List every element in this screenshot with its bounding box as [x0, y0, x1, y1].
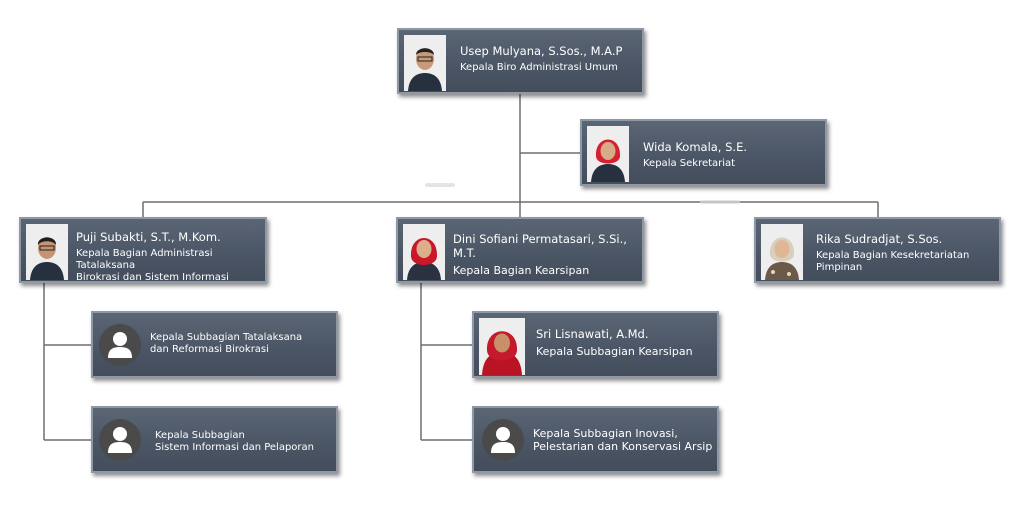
sub-2a-name: Sri Lisnawati, A.Md. [536, 327, 649, 341]
bagian-3-role: Kepala Bagian Kesekretariatan Pimpinan [816, 249, 970, 273]
secretariat-role: Kepala Sekretariat [643, 157, 736, 169]
sub-1a-role: Kepala Subbagian Tatalaksana dan Reforma… [150, 332, 303, 355]
background-smudge [700, 200, 740, 204]
bagian-3-name: Rika Sudradjat, S.Sos. [816, 232, 943, 246]
bagian-1-role: Kepala Bagian Administrasi Tatalaksana B… [76, 247, 229, 283]
bagian-1-name: Puji Subakti, S.T., M.Kom. [76, 230, 221, 244]
background-smudge [425, 183, 455, 187]
node-sub-inovasi[interactable]: Kepala Subbagian Inovasi, Pelestarian da… [472, 406, 719, 473]
sub-2a-role: Kepala Subbagian Kearsipan [536, 344, 693, 358]
portrait-photo [761, 224, 803, 280]
node-bagian-kesekretariatan[interactable]: Rika Sudradjat, S.Sos. Kepala Bagian Kes… [754, 217, 1001, 283]
user-silhouette-icon [482, 419, 524, 461]
node-sub-tatalaksana[interactable]: Kepala Subbagian Tatalaksana dan Reforma… [91, 311, 338, 378]
portrait-photo [479, 318, 525, 375]
user-silhouette-icon [99, 324, 141, 366]
portrait-photo [403, 224, 445, 280]
node-bagian-administrasi[interactable]: Puji Subakti, S.T., M.Kom. Kepala Bagian… [19, 217, 267, 283]
portrait-photo [404, 35, 446, 91]
node-head[interactable]: Usep Mulyana, S.Sos., M.A.P Kepala Biro … [397, 28, 644, 94]
secretariat-name: Wida Komala, S.E. [643, 140, 747, 154]
node-bagian-kearsipan[interactable]: Dini Sofiani Permatasari, S.Si., M.T. Ke… [396, 217, 644, 283]
portrait-photo [587, 126, 629, 182]
user-silhouette-icon [99, 419, 141, 461]
sub-2b-role: Kepala Subbagian Inovasi, Pelestarian da… [533, 427, 713, 454]
bagian-2-role: Kepala Bagian Kearsipan [453, 263, 590, 277]
bagian-2-name: Dini Sofiani Permatasari, S.Si., M.T. [453, 232, 627, 260]
sub-1b-role: Kepala Subbagian Sistem Informasi dan Pe… [155, 430, 314, 453]
portrait-photo [26, 224, 68, 280]
head-role: Kepala Biro Administrasi Umum [460, 61, 618, 73]
node-sub-kearsipan[interactable]: Sri Lisnawati, A.Md. Kepala Subbagian Ke… [472, 311, 719, 378]
head-name: Usep Mulyana, S.Sos., M.A.P [460, 44, 623, 58]
node-sub-sistem-informasi[interactable]: Kepala Subbagian Sistem Informasi dan Pe… [91, 406, 338, 473]
node-secretariat[interactable]: Wida Komala, S.E. Kepala Sekretariat [580, 119, 827, 186]
